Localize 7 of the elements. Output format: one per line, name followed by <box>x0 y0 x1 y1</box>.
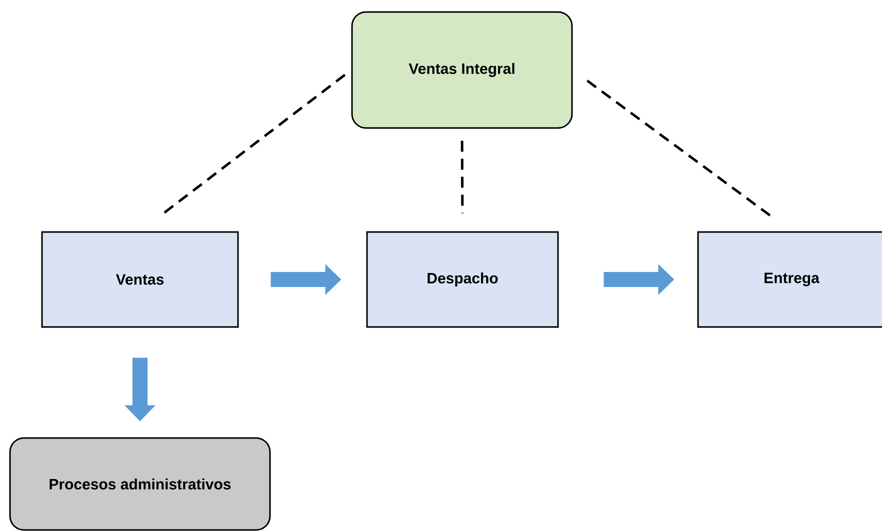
dashed-line <box>460 140 464 214</box>
process-box: Despacho <box>366 231 559 328</box>
rounded-box: Procesos administrativos <box>9 437 271 531</box>
dashed-line <box>162 74 346 216</box>
process-box: Entrega <box>697 231 882 328</box>
process-box: Ventas <box>41 231 239 328</box>
rounded-box: Ventas Integral <box>351 11 573 129</box>
